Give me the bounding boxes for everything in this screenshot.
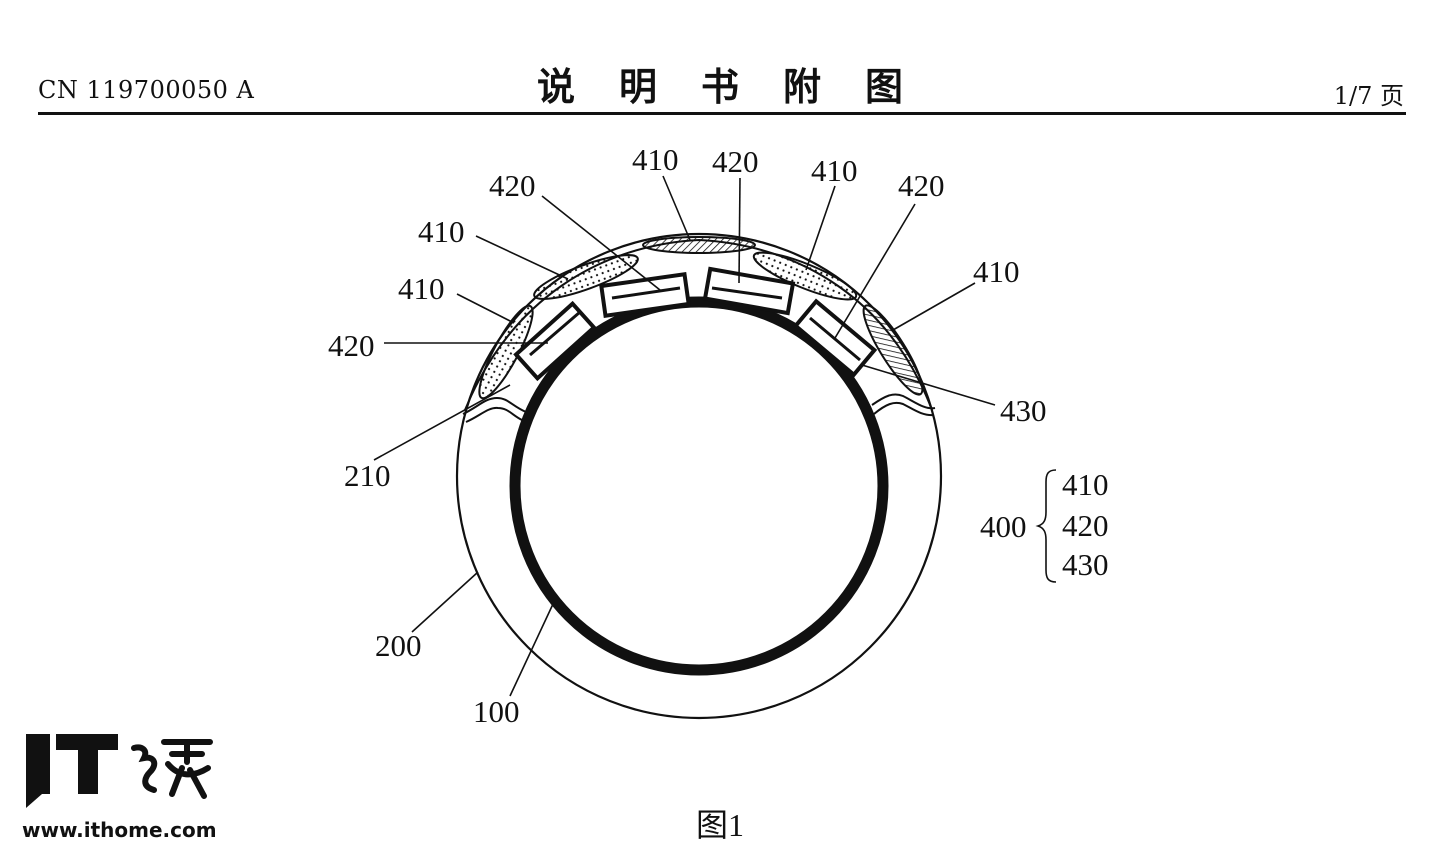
label-410-right: 410	[973, 254, 1020, 289]
electrode-410-upper-left	[533, 254, 639, 300]
watermark-url: www.ithome.com	[22, 818, 217, 842]
label-420-left-top: 420	[489, 168, 536, 203]
legend-item-420: 420	[1062, 508, 1109, 543]
section-title: 说明书附图	[536, 65, 947, 109]
label-410-top: 410	[632, 142, 679, 177]
electrode-410-right	[862, 304, 924, 396]
page-indicator: 1/7 页	[1333, 82, 1404, 110]
label-410-top-right: 410	[811, 153, 858, 188]
cover-210-left	[462, 396, 527, 415]
inner-ring-100	[509, 296, 889, 676]
sensor-420-top-right	[702, 266, 796, 316]
electrode-410-upper-right	[752, 251, 858, 301]
cover-210-right	[871, 393, 936, 410]
label-420-top-right: 420	[898, 168, 945, 203]
sensor-420-left	[513, 300, 597, 382]
label-430: 430	[1000, 393, 1047, 428]
sensor-420-top-left	[599, 272, 691, 318]
cover-210-left-inner	[465, 406, 523, 423]
legend-400: 400 410 420 430	[980, 467, 1109, 583]
legend-item-430: 430	[1062, 547, 1109, 582]
label-200: 200	[375, 628, 422, 663]
electrodes-410	[478, 236, 924, 400]
sensor-bay-arc	[464, 238, 933, 411]
outer-shell-200	[455, 232, 943, 720]
label-210: 210	[344, 458, 391, 493]
label-410-left-lower: 410	[398, 271, 445, 306]
legend-group-label: 400	[980, 509, 1027, 544]
header-rule	[38, 112, 1406, 115]
label-420-top: 420	[712, 144, 759, 179]
label-410-left-upper: 410	[418, 214, 465, 249]
ithome-logo	[26, 734, 213, 808]
figure-caption: 图1	[695, 807, 744, 843]
label-420-left: 420	[328, 328, 375, 363]
label-100: 100	[473, 694, 520, 729]
legend-brace	[1035, 469, 1057, 583]
electrode-410-top	[642, 236, 756, 254]
legend-item-410: 410	[1062, 467, 1109, 502]
publication-number: CN 119700050 A	[38, 76, 255, 104]
cover-210-right-inner	[873, 401, 935, 417]
leader-lines	[373, 175, 996, 697]
